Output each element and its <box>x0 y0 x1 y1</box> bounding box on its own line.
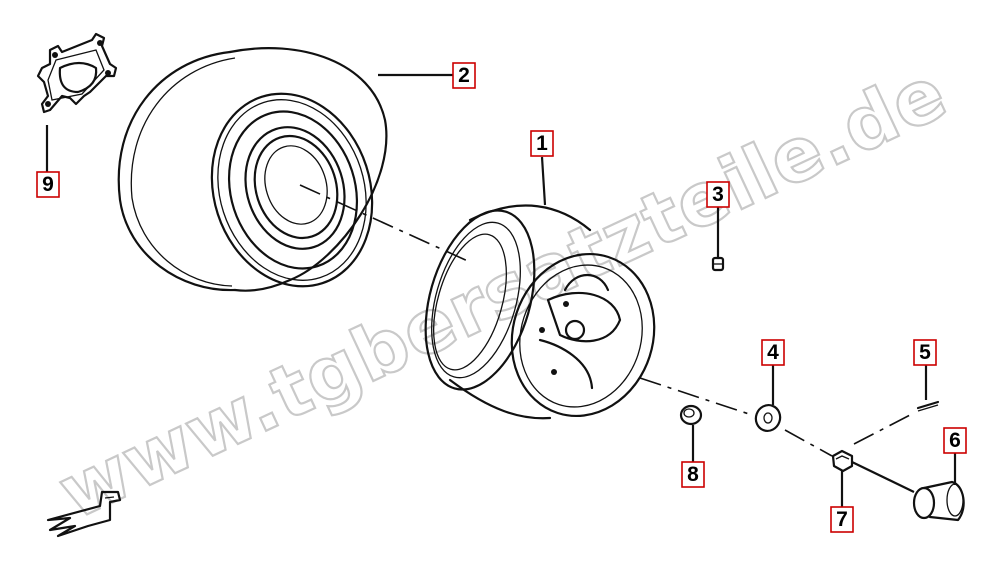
callout-3: 3 <box>706 181 730 208</box>
cotter-pin-drawing <box>916 400 940 412</box>
axis-line <box>639 377 753 416</box>
callout-9: 9 <box>36 171 60 198</box>
callout-5-label: 5 <box>919 341 931 364</box>
callout-6: 6 <box>943 427 967 454</box>
hub-plate-drawing <box>36 32 118 114</box>
bolt-drawing <box>711 250 725 272</box>
axis-line <box>784 429 833 457</box>
callout-8-label: 8 <box>687 463 699 486</box>
castle-nut-drawing <box>831 449 854 473</box>
callout-8: 8 <box>681 461 705 488</box>
callout-7-label: 7 <box>836 508 848 531</box>
callout-3-label: 3 <box>712 183 724 206</box>
callout-5: 5 <box>913 339 937 366</box>
axis-line <box>299 184 471 263</box>
washer-drawing <box>754 404 782 432</box>
watermark: www.tgbersatzteile.de <box>46 49 959 536</box>
callout-7: 7 <box>830 506 854 533</box>
callout-1-label: 1 <box>536 132 548 155</box>
callout-4-label: 4 <box>767 341 779 364</box>
callout-4: 4 <box>761 339 785 366</box>
tire-drawing <box>117 47 388 292</box>
callout-1: 1 <box>530 130 554 157</box>
callout-9-label: 9 <box>42 173 54 196</box>
axis-line <box>851 461 915 493</box>
leader-line <box>540 156 547 206</box>
bracket-arrow-drawing <box>46 490 122 538</box>
hub-cap-drawing <box>912 480 965 522</box>
callout-6-label: 6 <box>949 429 961 452</box>
wheel-nut-drawing <box>679 404 703 426</box>
axis-line <box>853 413 913 445</box>
rim-drawing <box>424 204 656 420</box>
callout-2-label: 2 <box>458 64 470 87</box>
callout-2: 2 <box>452 62 476 89</box>
